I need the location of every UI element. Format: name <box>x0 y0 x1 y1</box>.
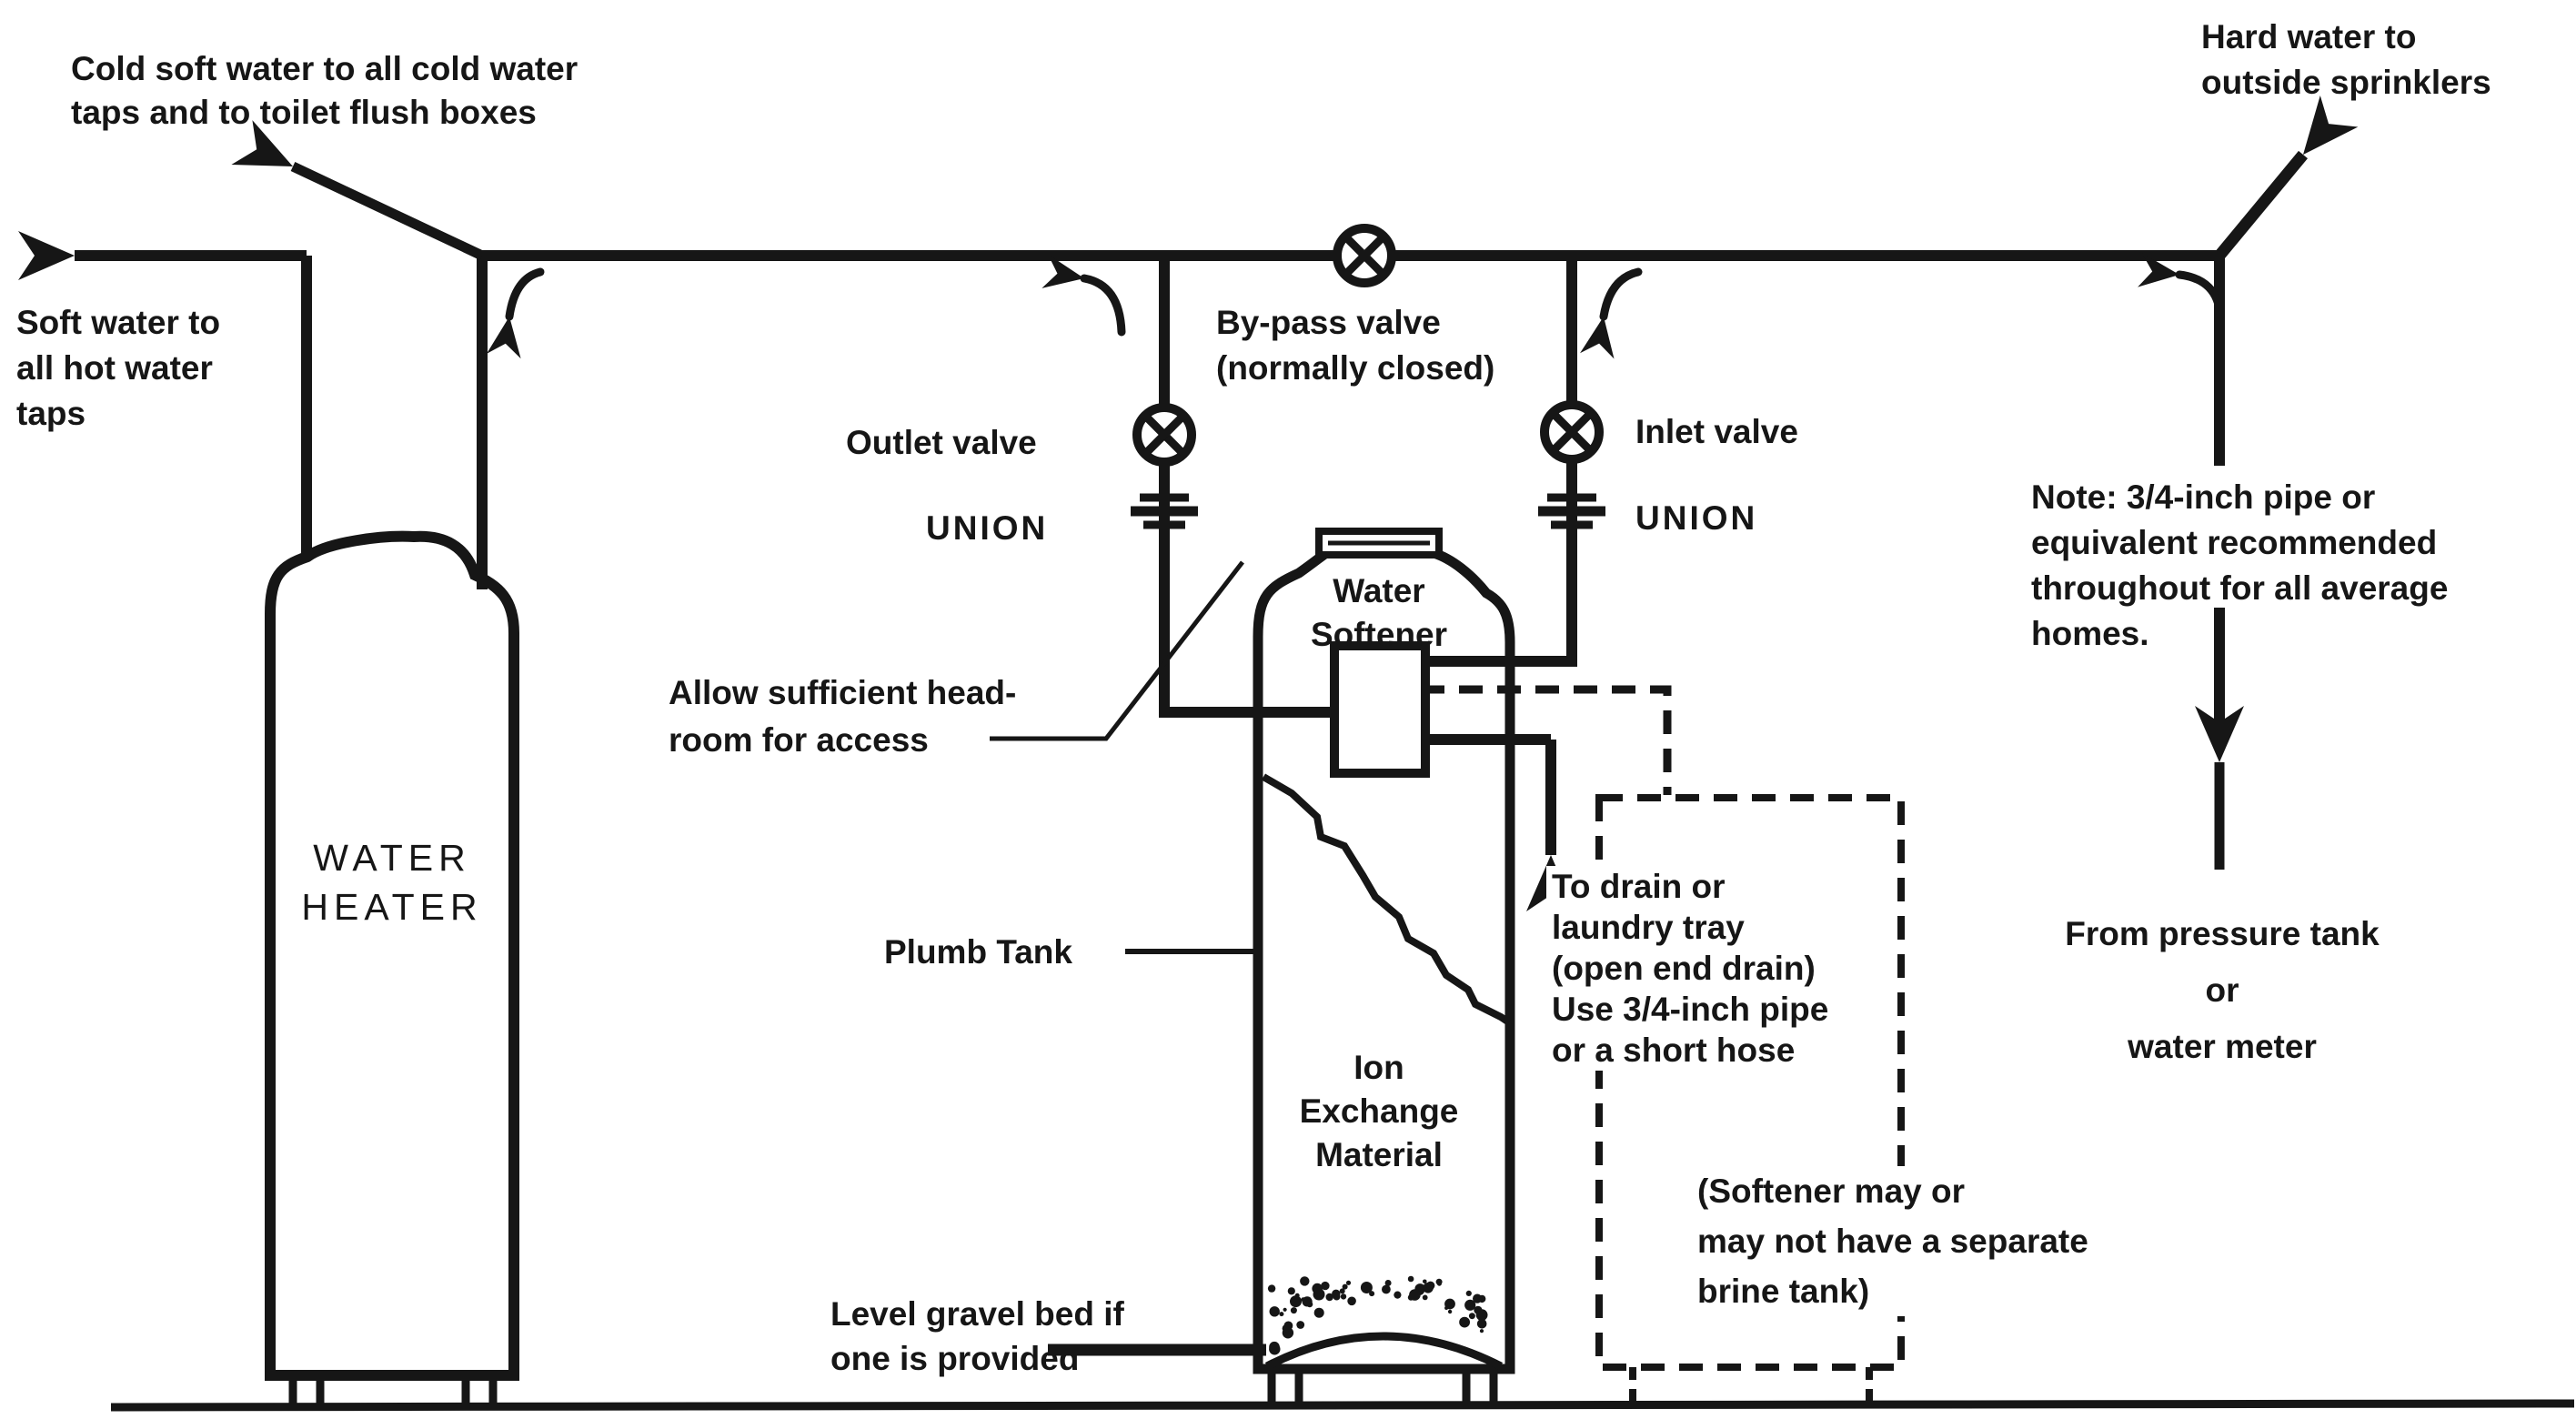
pipe-note-label: Note: 3/4-inch pipe or equivalent recomm… <box>2031 478 2449 652</box>
union-icon-left <box>1131 493 1198 529</box>
pipe-lines <box>17 96 2359 911</box>
brine-tank-dashed-box <box>1595 794 1905 1405</box>
sprinkler-arrow <box>2214 96 2359 260</box>
flow-arrow-icon <box>1580 267 1643 359</box>
water-softener-label: Water Softener <box>1310 572 1448 653</box>
flow-arrow-icon <box>1041 254 1126 337</box>
flow-arrows <box>486 252 2225 359</box>
softener-inlet-pipe <box>1421 256 1577 667</box>
plumb-tank-label: Plumb Tank <box>884 933 1072 971</box>
flow-arrow-icon <box>486 267 545 359</box>
bypass-valve-icon <box>1333 224 1396 287</box>
union-right-label: UNION <box>1635 499 1758 537</box>
softener-cap <box>1315 528 1443 559</box>
tank-interior-wavy-line <box>1261 773 1512 1026</box>
gravel-bed-texture <box>1267 1275 1488 1355</box>
softener-control-box <box>1330 641 1430 778</box>
water-heater-tank <box>265 530 519 1408</box>
inlet-valve-label: Inlet valve <box>1635 413 1798 450</box>
soft-water-label: Soft water to all hot water taps <box>16 304 221 432</box>
union-left-label: UNION <box>926 509 1049 547</box>
cold-soft-water-arrow <box>231 120 485 260</box>
union-icon-right <box>1538 493 1605 529</box>
leader-lines <box>990 560 1266 1356</box>
from-pressure-tank-label: From pressure tank or water meter <box>2065 915 2380 1065</box>
outlet-valve-label: Outlet valve <box>846 424 1037 461</box>
floor-line <box>110 1399 2575 1412</box>
ion-exchange-label: Ion Exchange Material <box>1299 1049 1459 1173</box>
inlet-valve-icon <box>1540 400 1604 464</box>
level-gravel-label: Level gravel bed if one is provided <box>830 1295 1124 1377</box>
brine-dashed-line <box>1421 685 1672 795</box>
hard-water-label: Hard water to outside sprinklers <box>2201 18 2491 101</box>
bypass-valve-label: By-pass valve (normally closed) <box>1216 304 1495 387</box>
gravel-arc <box>1264 1332 1504 1371</box>
outlet-valve-icon <box>1132 403 1196 467</box>
water-heater-label: WATER HEATER <box>301 837 483 928</box>
headroom-label: Allow sufficient head- room for access <box>669 674 1017 759</box>
cold-soft-water-label: Cold soft water to all cold water taps a… <box>71 50 579 131</box>
headroom-leader <box>990 560 1244 741</box>
flow-arrow-icon <box>2138 252 2225 320</box>
to-drain-label: To drain or laundry tray (open end drain… <box>1546 866 1835 1071</box>
brine-tank-note-label: (Softener may or may not have a separate… <box>1692 1166 2094 1316</box>
